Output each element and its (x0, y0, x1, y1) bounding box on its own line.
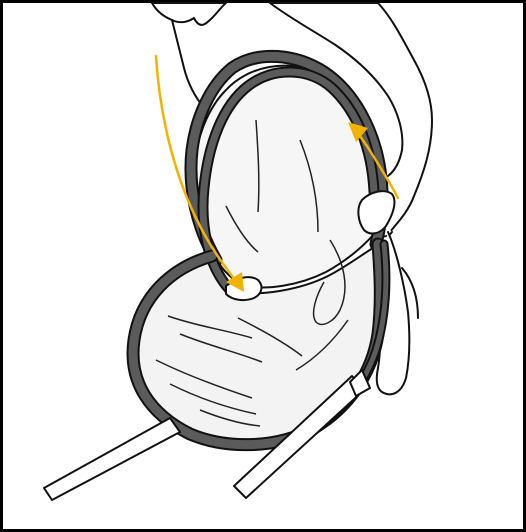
reflector-folding-illustration (0, 0, 526, 532)
illustration-frame (0, 0, 526, 532)
